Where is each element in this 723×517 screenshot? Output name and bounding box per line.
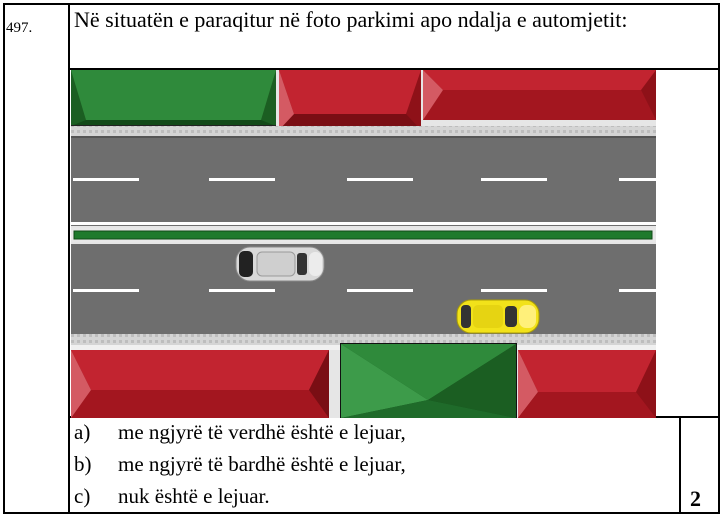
- answer-b-letter: b): [74, 452, 92, 476]
- question-frame: [3, 3, 720, 514]
- answer-a-letter: a): [74, 420, 91, 444]
- question-text: Në situatën e paraqitur në foto parkimi …: [74, 7, 628, 32]
- answer-b[interactable]: b) me ngjyrë të bardhë është e lejuar,: [74, 452, 406, 476]
- parking-scene-image: [71, 70, 656, 418]
- question-points: 2: [690, 486, 701, 511]
- lower-lane-markings: [73, 289, 656, 292]
- number-column-divider: [68, 3, 70, 514]
- yellow-car: [456, 299, 540, 334]
- points-column-divider: [679, 418, 681, 514]
- answer-a-text: me ngjyrë të verdhë është e lejuar,: [118, 420, 406, 444]
- answer-b-text: me ngjyrë të bardhë është e lejuar,: [118, 452, 406, 476]
- answer-c-text: nuk është e lejuar.: [118, 484, 270, 508]
- answer-a[interactable]: a) me ngjyrë të verdhë është e lejuar,: [74, 420, 406, 444]
- bottom-houses: [71, 343, 656, 418]
- upper-lane-markings: [73, 178, 656, 181]
- white-car: [235, 246, 325, 282]
- header-divider: [68, 68, 720, 70]
- question-number: 497.: [6, 20, 33, 36]
- answer-c[interactable]: c) nuk është e lejuar.: [74, 484, 270, 508]
- answer-c-letter: c): [74, 484, 91, 508]
- top-houses: [71, 70, 656, 130]
